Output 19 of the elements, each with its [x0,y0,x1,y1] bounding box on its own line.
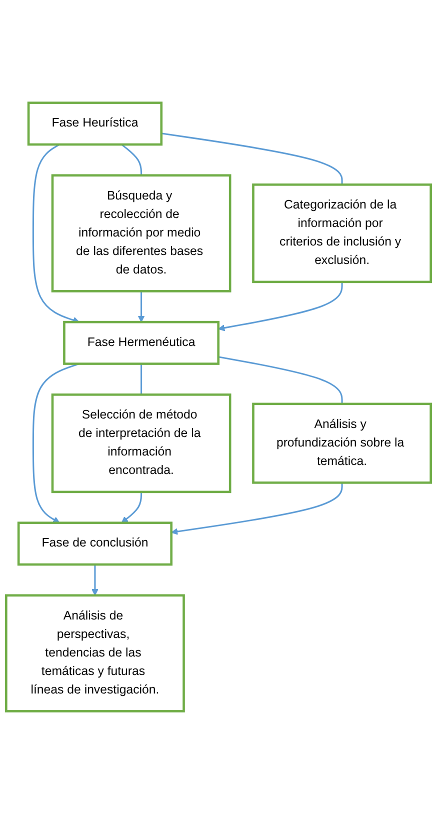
arrow [92,564,98,596]
node-box: Fase Hermenéutica [63,320,220,365]
arrow [218,282,343,332]
node-box: Búsqueda y recolección de información por medio de las diferentes bases de datos. [51,174,232,292]
node-box: Análisis de perspectivas, tendencias de las temáticas y futuras líneas de investigación. [5,594,185,712]
arrow [121,492,142,524]
arrow [32,363,80,524]
node-box: Categorización de la información por criterios de inclusión y exclusión. [252,183,432,284]
arrow [32,144,80,324]
node-box: Fase Heurística [27,102,163,146]
node-box: Selección de método de interpretación de la información encontrada. [51,393,232,494]
node-box: Análisis y profundización sobre la temática. [252,402,432,484]
arrow [138,291,145,322]
connector [140,364,142,395]
connector [161,132,343,185]
connector [121,144,142,176]
connector [218,356,343,404]
node-box: Fase de conclusión [17,522,172,566]
arrow [171,482,343,535]
